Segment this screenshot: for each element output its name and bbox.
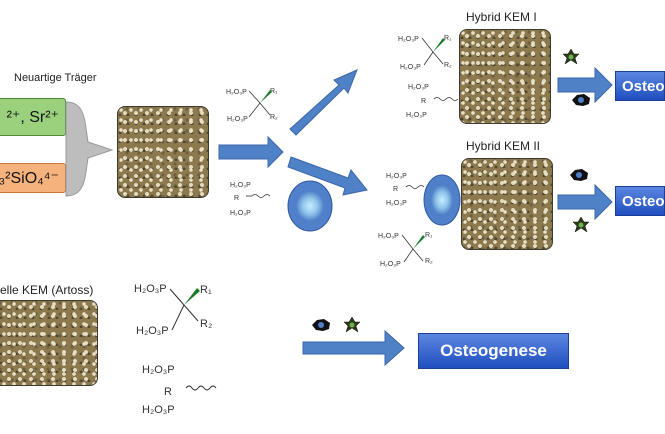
carrier-title: Neuartige Träger <box>14 72 97 84</box>
hybrid-1-title: Hybrid KEM I <box>466 10 537 24</box>
cell-star-icon-6 <box>343 316 361 333</box>
mol-b-p1: H₂O₃P <box>230 182 251 189</box>
ion-bottom-text: ₃²SiO₄⁴⁻ <box>0 170 59 187</box>
osteo-box-mid: Osteo <box>615 186 665 216</box>
mol-e-p2: H₂O₃P <box>386 200 407 207</box>
arrow-hybrid1-osteo <box>557 66 613 104</box>
mol-b-p2: H₂O₃P <box>230 210 251 217</box>
mol-c-p1: H₂O₃P <box>398 36 419 43</box>
mol-g-r1: R₁ <box>200 284 212 296</box>
mol-f-r1: R₁ <box>425 232 433 239</box>
cell-star-icon-2 <box>572 94 590 106</box>
mol-f-r2: R₂ <box>425 258 433 265</box>
mol-d-p2: H₂O₃P <box>406 112 427 119</box>
arrow-hybrid2-osteo <box>557 183 613 221</box>
ion-box-bottom: ₃²SiO₄⁴⁻ <box>0 163 66 193</box>
mol-e-r: R <box>393 186 398 193</box>
osteogenese-box: Osteogenese <box>418 333 569 369</box>
scaffold-hybrid-1 <box>459 29 551 124</box>
cell-star-icon-1 <box>562 48 580 65</box>
mol-b-r: R <box>234 195 239 202</box>
arrow-diagonal-up <box>289 69 358 136</box>
mol-g-p1: H₂O₃P <box>134 283 167 295</box>
hybrid-2-title: Hybrid KEM II <box>466 139 541 153</box>
scaffold-new-carrier <box>117 106 209 198</box>
arrow-diagonal-down <box>287 156 368 196</box>
ion-top-text: ²⁺, Sr²⁺ <box>6 109 59 126</box>
mol-h-p1: H₂O₃P <box>142 364 175 376</box>
mol-e-p1: H₂O₃P <box>386 173 407 180</box>
osteo-mid-text: Osteo <box>622 192 665 210</box>
osteo-top-text: Osteo <box>622 77 665 95</box>
mol-a-r1: R₁ <box>270 88 278 95</box>
mol-f-p1: H₂O₃P <box>378 233 399 240</box>
scaffold-hybrid-2 <box>461 158 553 250</box>
mol-f-p2: H₂O₃P <box>380 261 401 268</box>
mol-d-r: R <box>421 98 426 105</box>
mol-a-r2: R₂ <box>270 114 278 121</box>
molecule-e: H₂O₃P R H₂O₃P <box>386 173 425 207</box>
cell-star-icon-4 <box>572 216 590 233</box>
mol-c-r1: R₁ <box>444 35 452 42</box>
cell-star-icon-3 <box>570 169 588 181</box>
molecule-g: H₂O₃P H₂O₃P R₁ R₂ <box>134 283 212 337</box>
cell-star-icon-5 <box>312 319 330 331</box>
arrow-carrier-right <box>218 135 284 169</box>
mol-a-p1: H₂O₃P <box>226 89 247 96</box>
mol-g-r2: R₂ <box>200 318 212 330</box>
bracket-shape <box>65 101 114 197</box>
osteogenese-text: Osteogenese <box>440 341 547 360</box>
molecule-d: H₂O₃P R H₂O₃P <box>406 84 459 119</box>
arrow-osteogenese <box>302 329 405 367</box>
molecule-b: H₂O₃P R H₂O₃P <box>230 182 271 217</box>
mol-h-p2: H₂O₃P <box>142 404 175 416</box>
ion-box-top: ²⁺, Sr²⁺ <box>0 98 66 136</box>
scaffold-conventional <box>0 300 98 386</box>
molecule-c: H₂O₃P H₂O₃P R₁ R₂ <box>398 35 452 71</box>
mol-c-r2: R₂ <box>444 62 452 69</box>
molecule-f: H₂O₃P H₂O₃P R₁ R₂ <box>378 232 433 268</box>
mol-h-r: R <box>164 386 172 398</box>
mol-a-p2: H₂O₃P <box>227 116 248 123</box>
diagram-graphics: H₂O₃P H₂O₃P R₁ R₂ H₂O₃P R H₂O₃P H₂O₃P H₂… <box>65 35 613 416</box>
mol-d-p1: H₂O₃P <box>408 84 429 91</box>
conventional-label: elle KEM (Artoss) <box>0 283 94 297</box>
molecule-h: H₂O₃P R H₂O₃P <box>142 364 217 416</box>
mol-g-p2: H₂O₃P <box>136 325 169 337</box>
mol-c-p2: H₂O₃P <box>400 64 421 71</box>
molecule-a: H₂O₃P H₂O₃P R₁ R₂ <box>226 88 278 123</box>
